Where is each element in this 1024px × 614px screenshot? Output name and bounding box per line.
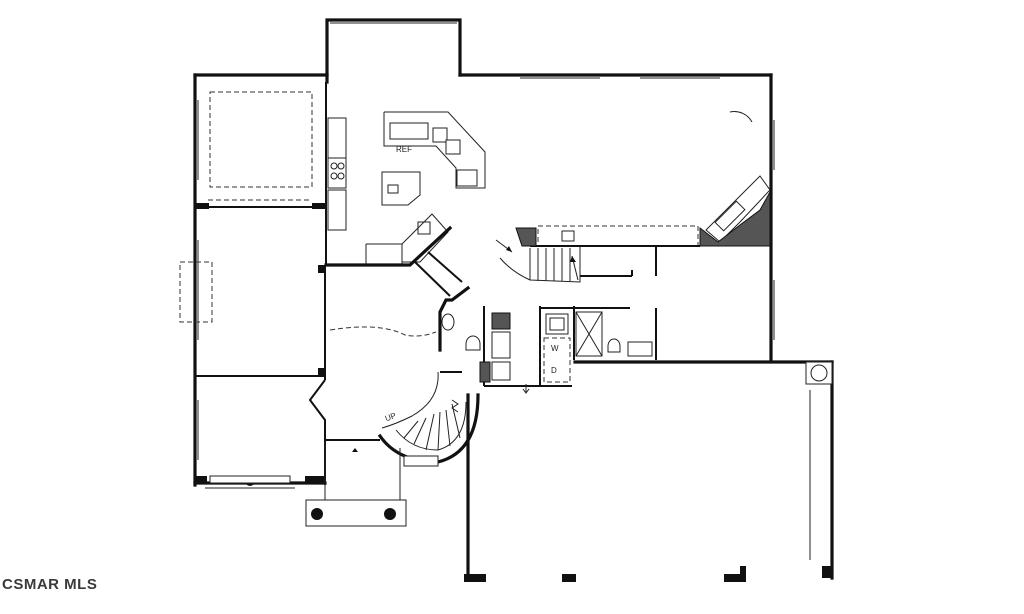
- main-stairs: [495, 227, 657, 283]
- stair-up-label: UP: [384, 411, 398, 423]
- refrigerator-label: REF: [396, 145, 412, 154]
- dryer-label: D: [551, 366, 557, 375]
- exterior-walls: [193, 18, 834, 582]
- foyer: UP: [305, 251, 481, 527]
- kitchen: REF: [324, 111, 486, 267]
- water-heater-label: W: [551, 344, 559, 353]
- family-room: [530, 111, 771, 247]
- bath-laundry: W D: [479, 306, 657, 394]
- mls-watermark: CSMAR MLS: [2, 576, 98, 593]
- garage: [464, 361, 833, 582]
- windows: [197, 22, 775, 460]
- left-rooms: [179, 82, 347, 489]
